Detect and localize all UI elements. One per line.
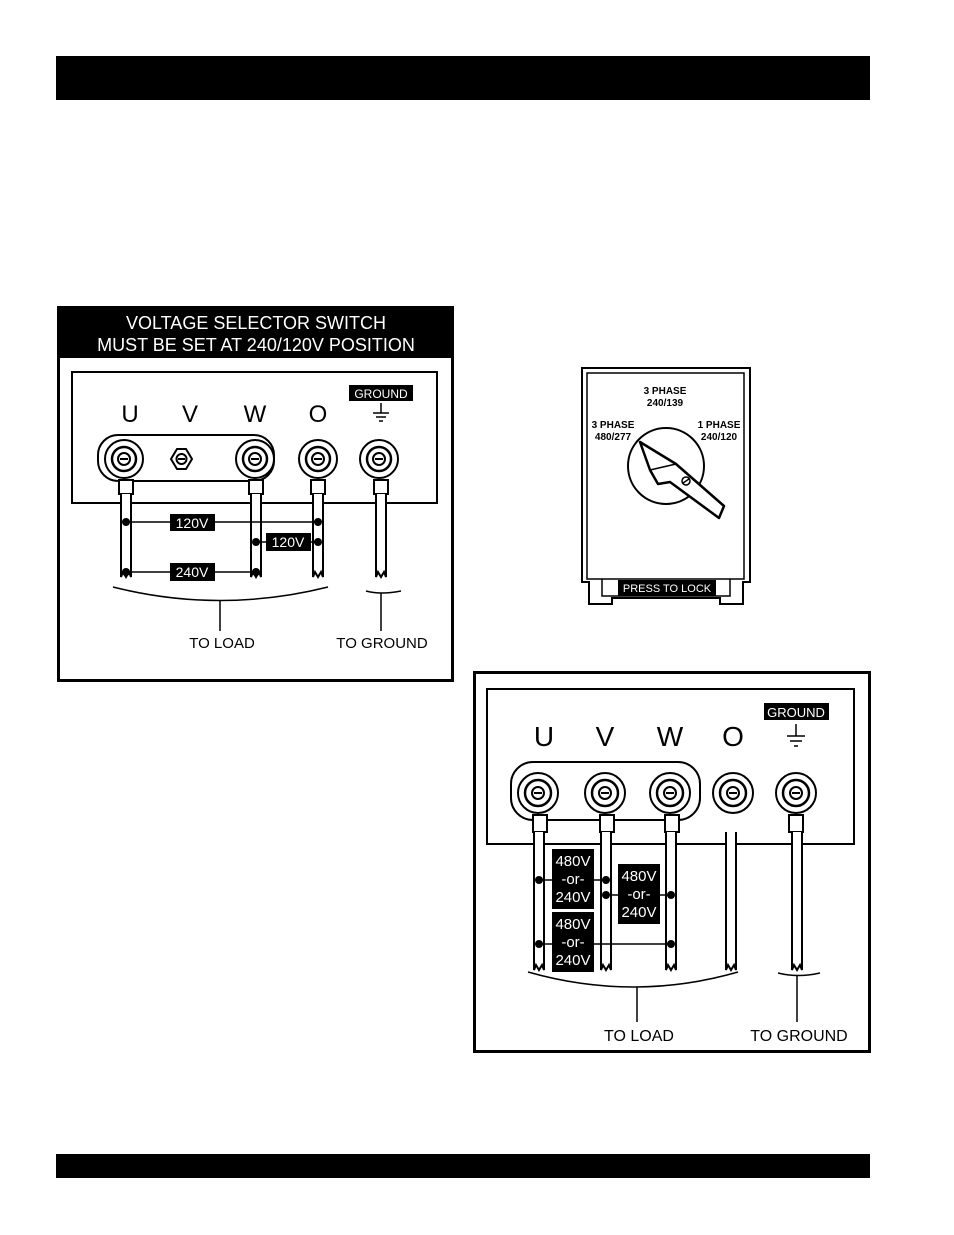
terminal-screw-w	[236, 440, 274, 478]
voltage-block-uw-line2: -or-	[561, 934, 584, 951]
switch-left-label-1: 3 PHASE	[592, 420, 635, 431]
to-ground-label: TO GROUND	[750, 1028, 847, 1045]
ground-brace	[778, 973, 820, 976]
voltage-block-uv-line1: 480V	[555, 853, 590, 870]
voltage-block-vw-line3: 240V	[621, 904, 656, 921]
switch-top-label-1: 3 PHASE	[644, 386, 687, 397]
single-phase-diagram-svg: VOLTAGE SELECTOR SWITCH MUST BE SET AT 2…	[60, 309, 451, 679]
load-brace	[528, 972, 738, 987]
press-to-lock-label[interactable]: PRESS TO LOCK	[623, 583, 712, 595]
wire-lugs	[119, 480, 388, 494]
terminal-label-w: W	[244, 401, 267, 428]
ground-symbol-icon	[373, 403, 389, 421]
three-phase-wiring-diagram: U V W O GROUND	[473, 671, 871, 1053]
voltage-block-vw-line1: 480V	[621, 868, 656, 885]
terminal-label-v: V	[596, 721, 615, 752]
terminal-label-o: O	[722, 721, 744, 752]
to-load-label: TO LOAD	[604, 1028, 674, 1045]
ground-symbol-icon	[787, 724, 805, 746]
terminal-screw-w	[650, 773, 690, 813]
switch-top-label-2: 240/139	[647, 398, 684, 409]
switch-left-label-2: 480/277	[595, 432, 632, 443]
voltage-label-120v-uo: 120V	[176, 515, 209, 531]
load-brace	[113, 587, 328, 601]
wire-lugs	[533, 815, 803, 832]
to-ground-label: TO GROUND	[336, 635, 428, 652]
terminal-screw-o	[299, 440, 337, 478]
voltage-block-uw-line3: 240V	[555, 952, 590, 969]
voltage-selector-switch: 3 PHASE 240/139 3 PHASE 480/277 1 PHASE …	[578, 366, 754, 606]
footer-bar	[56, 1154, 870, 1178]
header-line1: VOLTAGE SELECTOR SWITCH	[126, 313, 386, 333]
terminal-label-u: U	[121, 401, 138, 428]
ground-label: GROUND	[354, 387, 408, 401]
terminal-screw-ground	[776, 773, 816, 813]
terminal-screw-u	[105, 440, 143, 478]
voltage-label-120v-wo: 120V	[272, 534, 305, 550]
load-wires	[121, 494, 386, 577]
switch-right-label-2: 240/120	[701, 432, 738, 443]
terminal-screw-v	[171, 449, 192, 469]
terminal-screw-v	[585, 773, 625, 813]
terminal-label-v: V	[182, 401, 198, 428]
voltage-block-uv-line2: -or-	[561, 871, 584, 888]
header-bar	[56, 56, 870, 100]
single-phase-wiring-diagram: VOLTAGE SELECTOR SWITCH MUST BE SET AT 2…	[57, 306, 454, 682]
to-load-label: TO LOAD	[189, 635, 255, 652]
voltage-label-240v-uw: 240V	[176, 564, 209, 580]
ground-label: GROUND	[767, 705, 825, 720]
terminal-label-o: O	[309, 401, 328, 428]
terminal-screw-u	[518, 773, 558, 813]
voltage-block-uw-line1: 480V	[555, 916, 590, 933]
terminal-label-u: U	[534, 721, 554, 752]
three-phase-diagram-svg: U V W O GROUND	[476, 674, 868, 1050]
terminal-label-w: W	[657, 721, 684, 752]
ground-brace	[366, 591, 401, 593]
header-line2: MUST BE SET AT 240/120V POSITION	[97, 335, 415, 355]
terminal-screw-ground	[360, 440, 398, 478]
voltage-block-uv-line3: 240V	[555, 889, 590, 906]
terminal-screw-o	[713, 773, 753, 813]
switch-right-label-1: 1 PHASE	[698, 420, 741, 431]
voltage-block-vw-line2: -or-	[627, 886, 650, 903]
